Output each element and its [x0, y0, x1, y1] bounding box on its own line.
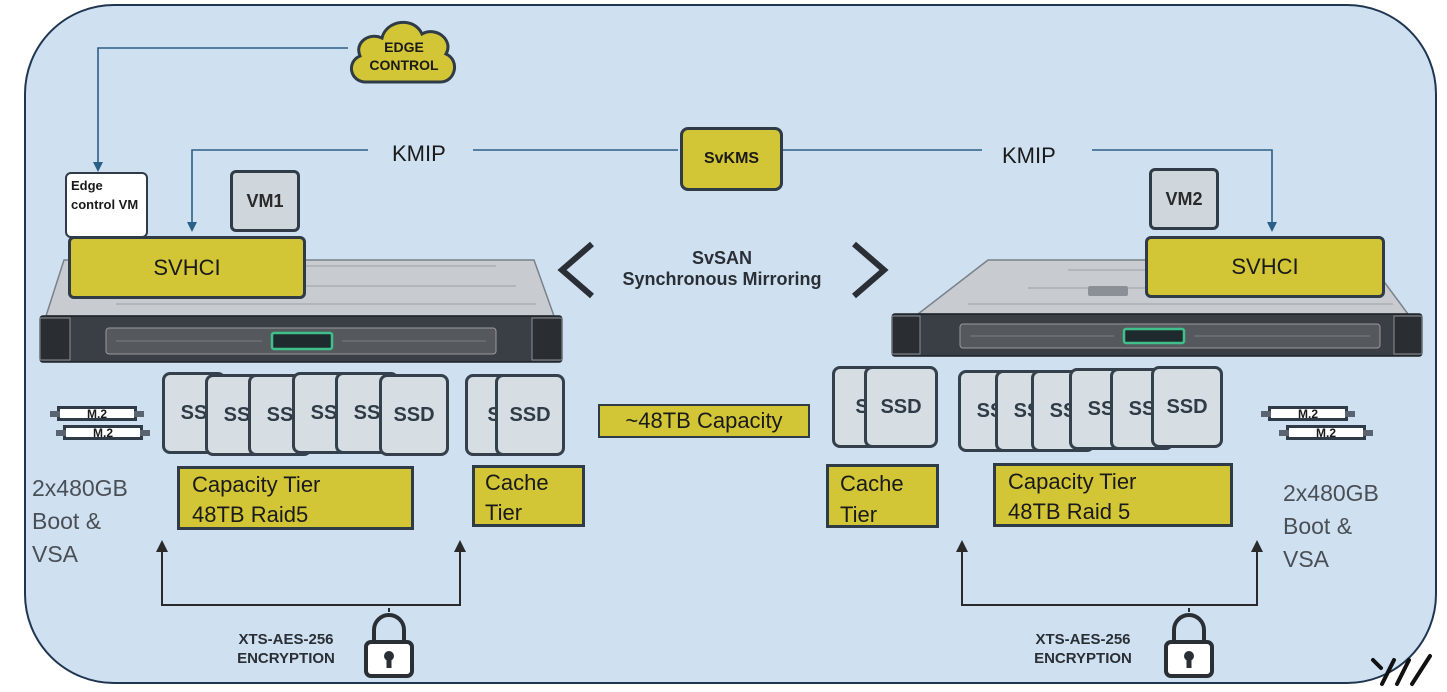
svkms-label: SvKMS — [703, 150, 760, 167]
edge-control-label: EDGE CONTROL — [354, 36, 454, 76]
kmip-left-label: KMIP — [392, 141, 446, 166]
cache-tier-right-box: Cache Tier — [826, 464, 939, 528]
encryption-arrows-left — [161, 548, 461, 606]
logo-icon — [1371, 654, 1432, 686]
capacity-tier-left-box: Capacity Tier 48TB Raid5 — [177, 466, 414, 530]
boot-right-line1: 2x480GB — [1283, 480, 1379, 506]
cache-tier-left-box: Cache Tier — [472, 465, 585, 527]
boot-left-line3: VSA — [32, 541, 79, 567]
svkms-box: SvKMS — [680, 127, 783, 191]
server-right-icon — [891, 259, 1423, 357]
m2-right-top: M.2 — [1261, 406, 1355, 421]
encryption-arrows-right — [961, 548, 1258, 606]
drive-label: SS — [180, 401, 208, 424]
capacity-tier-right-size: 48TB Raid 5 — [1008, 499, 1131, 524]
boot-right-line3: VSA — [1283, 546, 1330, 572]
m2-left-bottom-label: M.2 — [92, 425, 113, 440]
drive-label: SSD — [393, 403, 435, 426]
edge-control-vm-label: Edge control VM — [71, 178, 139, 212]
edge-control-text: EDGE CONTROL — [369, 39, 439, 73]
chevron-left-icon — [557, 241, 594, 299]
drive-label: SSD — [1166, 395, 1208, 418]
m2-right-bottom-label: M.2 — [1315, 425, 1336, 440]
cloud-icon — [350, 20, 456, 84]
boot-right-line2: Boot & — [1283, 513, 1353, 539]
mirroring-subtitle: Synchronous Mirroring — [622, 269, 822, 289]
capacity-tier-right-title: Capacity Tier — [1008, 469, 1137, 494]
lock-icon — [1164, 608, 1214, 678]
drive-label: SS — [353, 401, 381, 424]
capacity-tier-left-title: Capacity Tier — [192, 472, 321, 497]
encryption-right-line2: ENCRYPTION — [1034, 650, 1132, 667]
encryption-left-label: XTS-AES-256 ENCRYPTION — [220, 630, 352, 668]
edge-control-link — [97, 47, 348, 168]
kmip-right-label: KMIP — [1002, 143, 1056, 168]
m2-left-top-label: M.2 — [86, 406, 107, 421]
capacity-center-label: ~48TB Capacity — [625, 408, 783, 433]
encryption-right-label: XTS-AES-256 ENCRYPTION — [1017, 630, 1149, 668]
encryption-left-line1: XTS-AES-256 — [238, 631, 334, 648]
encryption-left-line2: ENCRYPTION — [237, 650, 335, 667]
drive-label: SS — [223, 403, 251, 426]
cache-tier-left-line2: Tier — [485, 500, 523, 525]
drive-label: SSD — [509, 403, 551, 426]
mirroring-title: SvSAN — [691, 248, 753, 268]
drive-right-cap-6: SSD — [1151, 366, 1223, 448]
drive-label: SS — [1087, 397, 1115, 420]
boot-left-line1: 2x480GB — [32, 475, 128, 501]
drive-label: SS — [266, 403, 294, 426]
vm2-box: VM2 — [1149, 168, 1219, 230]
svhci-right-box: SVHCI — [1145, 236, 1385, 298]
drive-label: SSD — [880, 395, 922, 418]
mirroring-label: SvSAN Synchronous Mirroring — [590, 248, 854, 290]
cache-tier-left-line1: Cache — [485, 470, 549, 495]
svhci-left-box: SVHCI — [68, 236, 306, 299]
cache-tier-right-line2: Tier — [840, 502, 878, 527]
m2-left-bottom: M.2 — [56, 425, 150, 440]
capacity-center-box: ~48TB Capacity — [598, 404, 810, 438]
cache-tier-right-line1: Cache — [840, 471, 904, 496]
vm1-label: VM1 — [246, 190, 284, 211]
kmip-right-link — [1092, 149, 1273, 228]
drive-label: SS — [1128, 397, 1156, 420]
vm2-label: VM2 — [1165, 188, 1203, 209]
m2-left-top: M.2 — [50, 406, 144, 421]
vm1-box: VM1 — [230, 170, 300, 232]
m2-right-top-label: M.2 — [1297, 406, 1318, 421]
svhci-left-label: SVHCI — [153, 254, 221, 280]
drive-left-cache-2: SSD — [495, 374, 565, 456]
edge-control-vm-box: Edge control VM — [65, 172, 148, 238]
drive-label: SS — [310, 401, 338, 424]
drive-right-cache-2: SSD — [864, 366, 938, 448]
m2-right-bottom: M.2 — [1279, 425, 1373, 440]
lock-icon — [364, 608, 414, 678]
boot-right-label: 2x480GB Boot & VSA — [1283, 477, 1379, 576]
boot-left-line2: Boot & — [32, 508, 102, 534]
svhci-right-label: SVHCI — [1231, 254, 1299, 279]
capacity-tier-left-size: 48TB Raid5 — [192, 502, 309, 527]
boot-left-label: 2x480GB Boot & VSA — [32, 472, 128, 571]
capacity-tier-right-box: Capacity Tier 48TB Raid 5 — [993, 463, 1233, 527]
chevron-right-icon — [852, 241, 889, 299]
encryption-right-line1: XTS-AES-256 — [1035, 631, 1131, 648]
drive-left-cap-6: SSD — [379, 374, 449, 456]
kmip-left-link — [191, 149, 368, 228]
